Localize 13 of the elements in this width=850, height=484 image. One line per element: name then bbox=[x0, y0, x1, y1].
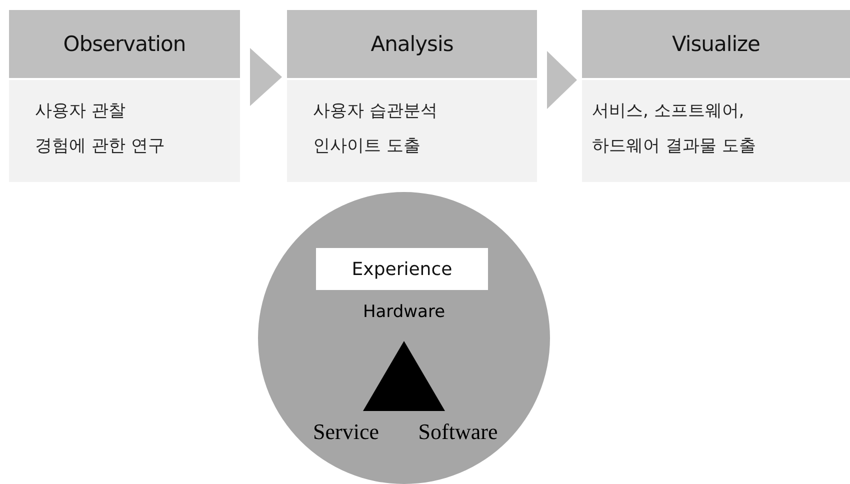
stage-heading: Observation bbox=[9, 10, 240, 78]
triangle-shape bbox=[363, 341, 445, 411]
chevron-arrow bbox=[250, 48, 282, 106]
stage-description: 사용자 습관분석 인사이트 도출 bbox=[313, 100, 438, 158]
stage-description: 서비스, 소프트웨어, 하드웨어 결과물 도출 bbox=[592, 100, 757, 158]
label-box: Experience bbox=[316, 248, 488, 290]
stage-description: 사용자 관찰 경험에 관한 연구 bbox=[35, 100, 166, 158]
stage-heading: Analysis bbox=[287, 10, 537, 78]
circle-label: Service bbox=[313, 419, 379, 445]
chevron-arrow bbox=[547, 51, 577, 109]
circle-label: Hardware bbox=[362, 302, 446, 322]
circle-label: Software bbox=[418, 419, 498, 445]
stage-heading: Visualize bbox=[582, 10, 850, 78]
